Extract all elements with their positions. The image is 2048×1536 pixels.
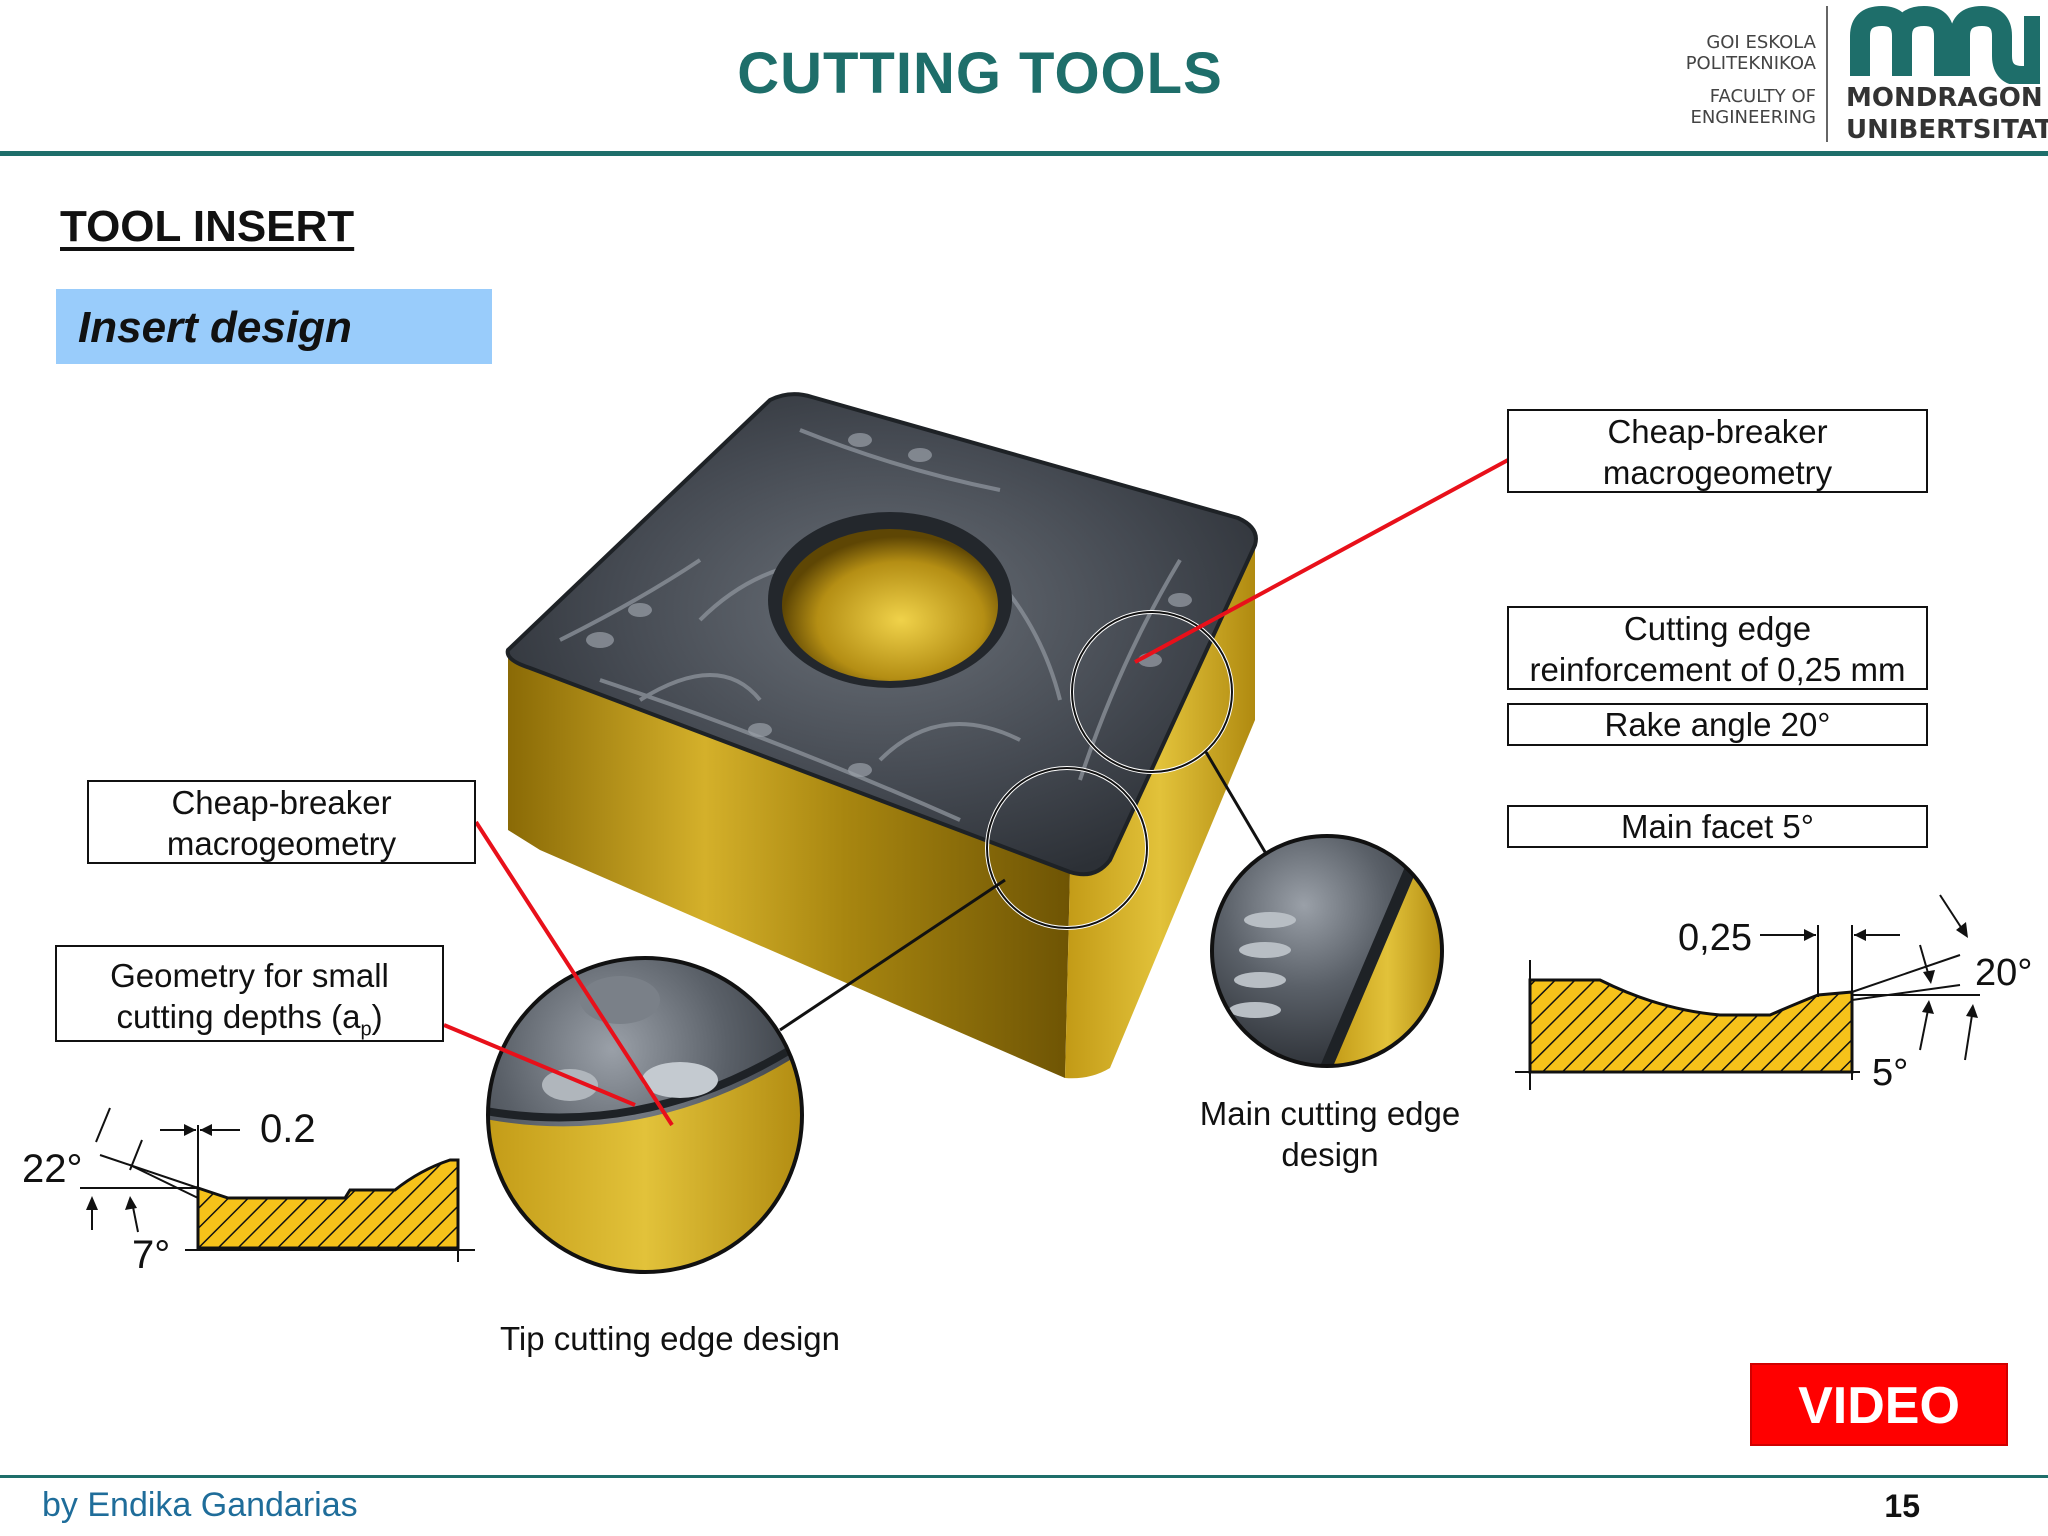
right-diagram-chamfer-label: 0,25 — [1678, 917, 1752, 959]
caption-tip-cutting-edge: Tip cutting edge design — [470, 1318, 870, 1359]
label-small-cutting-depths: Geometry for small cutting depths (ap) — [55, 945, 444, 1042]
leader-line-left-breaker — [474, 820, 674, 1127]
leader-line-small-depth — [443, 1023, 636, 1107]
right-diagram-bottom-angle: 5° — [1872, 1052, 1908, 1094]
logo-line-3: FACULTY OF — [1709, 86, 1816, 107]
mondragon-logo-icon — [1850, 5, 2040, 84]
leader-line-top-breaker — [1134, 458, 1509, 664]
label-small-cutting-depths-line-1: Geometry for small — [110, 957, 389, 994]
subsection-title: Insert design — [78, 303, 352, 352]
section-title: TOOL INSERT — [60, 202, 355, 251]
university-name-line-2: UNIBERTSITATEA — [1846, 115, 2048, 145]
tip-zoom-view — [488, 958, 802, 1272]
label-left-chip-breaker-line-1: Cheap-breaker — [171, 784, 392, 821]
label-top-right-chip-breaker: Cheap-breaker macrogeometry — [1507, 409, 1928, 493]
label-left-chip-breaker: Cheap-breaker macrogeometry — [87, 780, 476, 864]
caption-tip-cutting-edge-text: Tip cutting edge design — [499, 1320, 840, 1357]
university-name: MONDRAGON UNIBERTSITATEA — [1846, 82, 2048, 146]
footer-author: by Endika Gandarias — [42, 1486, 358, 1524]
main-edge-zoom-view — [1212, 836, 1442, 1066]
label-top-right-chip-breaker-line-1: Cheap-breaker — [1607, 413, 1828, 450]
university-name-line-1: MONDRAGON — [1846, 83, 2043, 113]
slide-title: CUTTING TOOLS — [737, 41, 1223, 106]
left-edge-profile-diagram: 0.2 22° 7° — [22, 1107, 475, 1277]
label-edge-reinforcement-line-1: Cutting edge — [1623, 610, 1812, 647]
faculty-logo-text: GOI ESKOLA POLITEKNIKOA FACULTY OF ENGIN… — [1640, 32, 1816, 128]
insert-left-face — [508, 650, 1070, 1078]
left-diagram-chamfer-label: 0.2 — [260, 1107, 316, 1151]
label-left-chip-breaker-line-2: macrogeometry — [166, 825, 397, 862]
label-edge-reinforcement: Cutting edge reinforcement of 0,25 mm — [1507, 606, 1928, 690]
subsection-banner: Insert design — [56, 289, 492, 364]
left-diagram-top-angle: 22° — [22, 1147, 83, 1191]
caption-main-cutting-edge: Main cutting edge design — [1160, 1093, 1500, 1175]
video-button[interactable]: VIDEO — [1750, 1363, 2008, 1446]
logo-line-4: ENGINEERING — [1690, 107, 1816, 128]
label-rake-angle: Rake angle 20° — [1507, 703, 1928, 746]
left-diagram-bottom-angle: 7° — [132, 1233, 170, 1277]
logo-divider — [1826, 6, 1828, 142]
logo-line-2: POLITEKNIKOA — [1685, 53, 1816, 74]
right-diagram-top-angle: 20° — [1975, 952, 2032, 994]
caption-main-cutting-edge-line-2: design — [1281, 1136, 1379, 1173]
label-edge-reinforcement-line-2: reinforcement of 0,25 mm — [1529, 651, 1906, 688]
insert-center-hole — [782, 529, 998, 681]
label-main-facet: Main facet 5° — [1507, 805, 1928, 848]
page-number: 15 — [1884, 1488, 1920, 1524]
caption-main-cutting-edge-line-1: Main cutting edge — [1199, 1095, 1461, 1132]
logo-line-1: GOI ESKOLA — [1706, 32, 1816, 53]
footer-divider — [0, 1475, 2048, 1478]
small-depth-subscript: p — [360, 1018, 372, 1041]
small-depth-suffix: ) — [371, 998, 383, 1035]
small-depth-prefix: cutting depths (a — [116, 998, 361, 1035]
label-rake-angle-text: Rake angle 20° — [1604, 706, 1831, 743]
label-top-right-chip-breaker-line-2: macrogeometry — [1602, 454, 1833, 491]
insert-right-face — [1065, 540, 1255, 1079]
right-edge-profile-diagram: 0,25 20° 5° — [1515, 894, 2032, 1094]
header-divider — [0, 151, 2048, 156]
label-main-facet-text: Main facet 5° — [1621, 808, 1814, 845]
label-small-cutting-depths-line-2: cutting depths (ap) — [57, 996, 442, 1051]
